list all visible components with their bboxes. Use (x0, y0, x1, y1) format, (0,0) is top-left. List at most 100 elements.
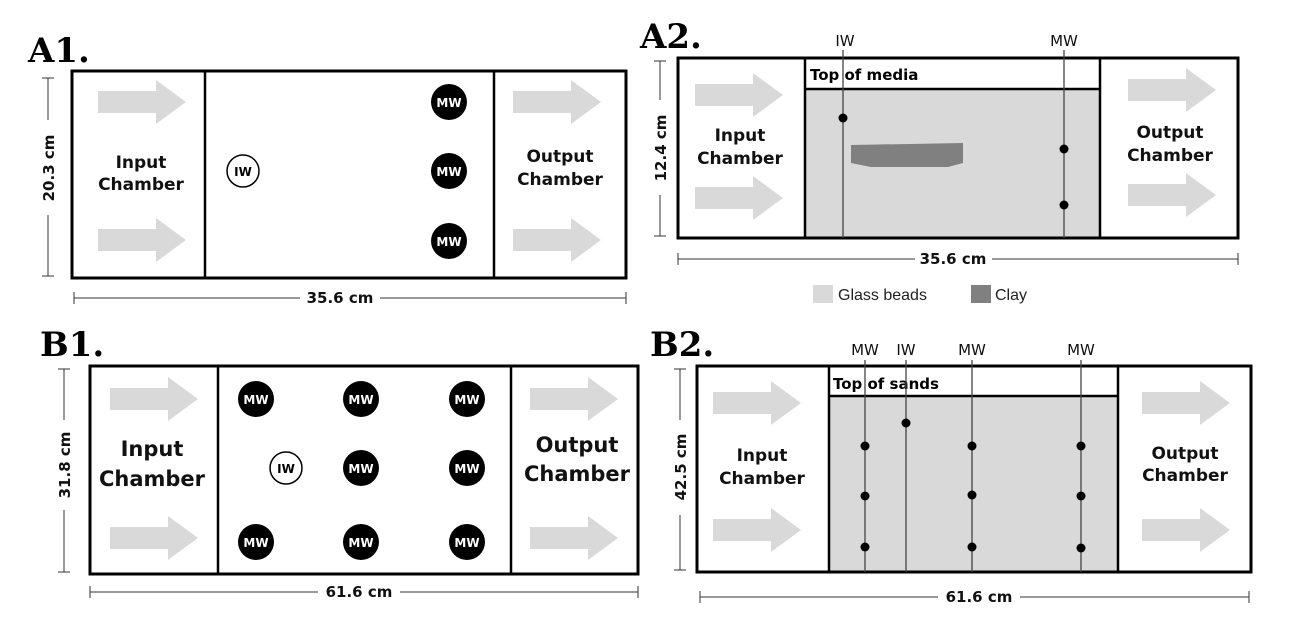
tank-a2 (676, 56, 1240, 240)
monitoring-well-label: MW (454, 462, 479, 476)
input-chamber-label: Chamber (719, 469, 805, 489)
height-dimension: 12.4 cm (652, 115, 670, 182)
well-label: MW (1050, 32, 1078, 50)
monitoring-well-label: MW (243, 393, 268, 407)
well-label: MW (958, 341, 986, 359)
output-chamber-label: Chamber (1127, 146, 1213, 166)
flow-arrow-icon (713, 508, 801, 552)
width-dimension: 35.6 cm (920, 250, 987, 268)
monitoring-well-label: MW (436, 235, 461, 249)
top-of-sands-label: Top of sands (833, 375, 939, 393)
sampling-port-icon (1076, 543, 1086, 553)
flow-arrow-icon (530, 516, 618, 560)
monitoring-well-icon (343, 524, 379, 560)
injection-well-label: IW (277, 462, 295, 476)
height-dimension: 20.3 cm (40, 135, 58, 202)
panel-b2: B2. Top of sands Input Chamber Output Ch… (650, 325, 1253, 606)
flow-arrow-icon (530, 377, 618, 421)
tank-b2 (695, 364, 1253, 574)
sampling-port-icon (1076, 441, 1086, 451)
input-chamber-label: Chamber (98, 175, 184, 195)
flow-arrow-icon (1128, 68, 1216, 112)
flow-arrow-icon (98, 80, 186, 124)
flow-arrow-icon (1142, 508, 1230, 552)
flow-arrow-icon (713, 381, 801, 425)
monitoring-well-label: MW (436, 96, 461, 110)
legend-clay-swatch (971, 285, 991, 303)
sand-media (830, 396, 1118, 572)
flow-arrow-icon (1142, 381, 1230, 425)
legend-glass-swatch (813, 285, 833, 303)
panel-b1-label: B1. (40, 325, 104, 365)
panel-a1-label: A1. (27, 31, 90, 71)
monitoring-well-label: MW (348, 393, 373, 407)
monitoring-well-icon (431, 153, 467, 189)
injection-well-icon (226, 154, 260, 188)
output-chamber-label: Chamber (1142, 466, 1228, 486)
width-dimension: 61.6 cm (326, 583, 393, 601)
well-label: MW (851, 341, 879, 359)
input-chamber-label: Chamber (99, 467, 206, 491)
height-dimension: 42.5 cm (672, 434, 690, 501)
clay-lens (851, 143, 963, 167)
monitoring-well-icon (431, 223, 467, 259)
sampling-port-icon (967, 542, 977, 552)
monitoring-well-icon (238, 524, 274, 560)
monitoring-well-label: MW (454, 536, 479, 550)
output-chamber-label: Output (1151, 444, 1218, 464)
sampling-port-icon (860, 542, 870, 552)
output-chamber-label: Chamber (517, 170, 603, 190)
sampling-port-icon (901, 418, 911, 428)
monitoring-well-label: MW (348, 462, 373, 476)
input-chamber-label: Input (737, 446, 788, 466)
well-label: IW (896, 341, 915, 359)
monitoring-well-icon (449, 381, 485, 417)
sampling-port-icon (1076, 491, 1086, 501)
sampling-port-icon (967, 441, 977, 451)
output-chamber-label: Chamber (524, 462, 631, 486)
output-chamber-label: Output (536, 433, 619, 457)
monitoring-well-icon (343, 381, 379, 417)
well-label: IW (835, 32, 854, 50)
monitoring-well-icon (343, 450, 379, 486)
monitoring-well-icon (449, 524, 485, 560)
monitoring-well-icon (449, 450, 485, 486)
tank-a1 (70, 69, 628, 280)
panel-a2: A2. Top of media Input Chamber Output Ch… (639, 17, 1240, 304)
flow-arrow-icon (110, 377, 198, 421)
legend-glass-label: Glass beads (838, 287, 927, 304)
panel-b1: B1. Input Chamber Output Chamber IW MW M… (40, 325, 640, 601)
width-dimension: 61.6 cm (946, 588, 1013, 606)
monitoring-well-label: MW (348, 536, 373, 550)
flow-arrow-icon (513, 218, 601, 262)
flow-arrow-icon (695, 176, 783, 220)
height-dimension: 31.8 cm (56, 432, 74, 499)
flow-arrow-icon (1128, 173, 1216, 217)
monitoring-well-label: MW (436, 165, 461, 179)
output-chamber-label: Output (1136, 123, 1203, 143)
input-chamber-label: Chamber (697, 149, 783, 169)
tank-b1 (88, 364, 640, 576)
input-chamber-label: Input (715, 126, 766, 146)
width-dimension: 35.6 cm (307, 289, 374, 307)
sampling-port-icon (838, 113, 848, 123)
input-chamber-label: Input (116, 153, 167, 173)
sampling-port-icon (860, 441, 870, 451)
flow-arrow-icon (98, 218, 186, 262)
well-label: MW (1067, 341, 1095, 359)
panel-b2-label: B2. (650, 325, 714, 365)
sampling-port-icon (1059, 144, 1069, 154)
sampling-port-icon (967, 490, 977, 500)
monitoring-well-icon (431, 84, 467, 120)
flow-arrow-icon (695, 73, 783, 117)
output-chamber-label: Output (526, 147, 593, 167)
flow-arrow-icon (110, 516, 198, 560)
monitoring-well-icon (238, 381, 274, 417)
panel-a1: A1. Input Chamber Output Chamber IW MW M… (27, 31, 628, 307)
sampling-port-icon (1059, 200, 1069, 210)
monitoring-well-label: MW (454, 393, 479, 407)
panel-a2-label: A2. (639, 17, 702, 57)
flow-arrow-icon (513, 80, 601, 124)
monitoring-well-label: MW (243, 536, 268, 550)
